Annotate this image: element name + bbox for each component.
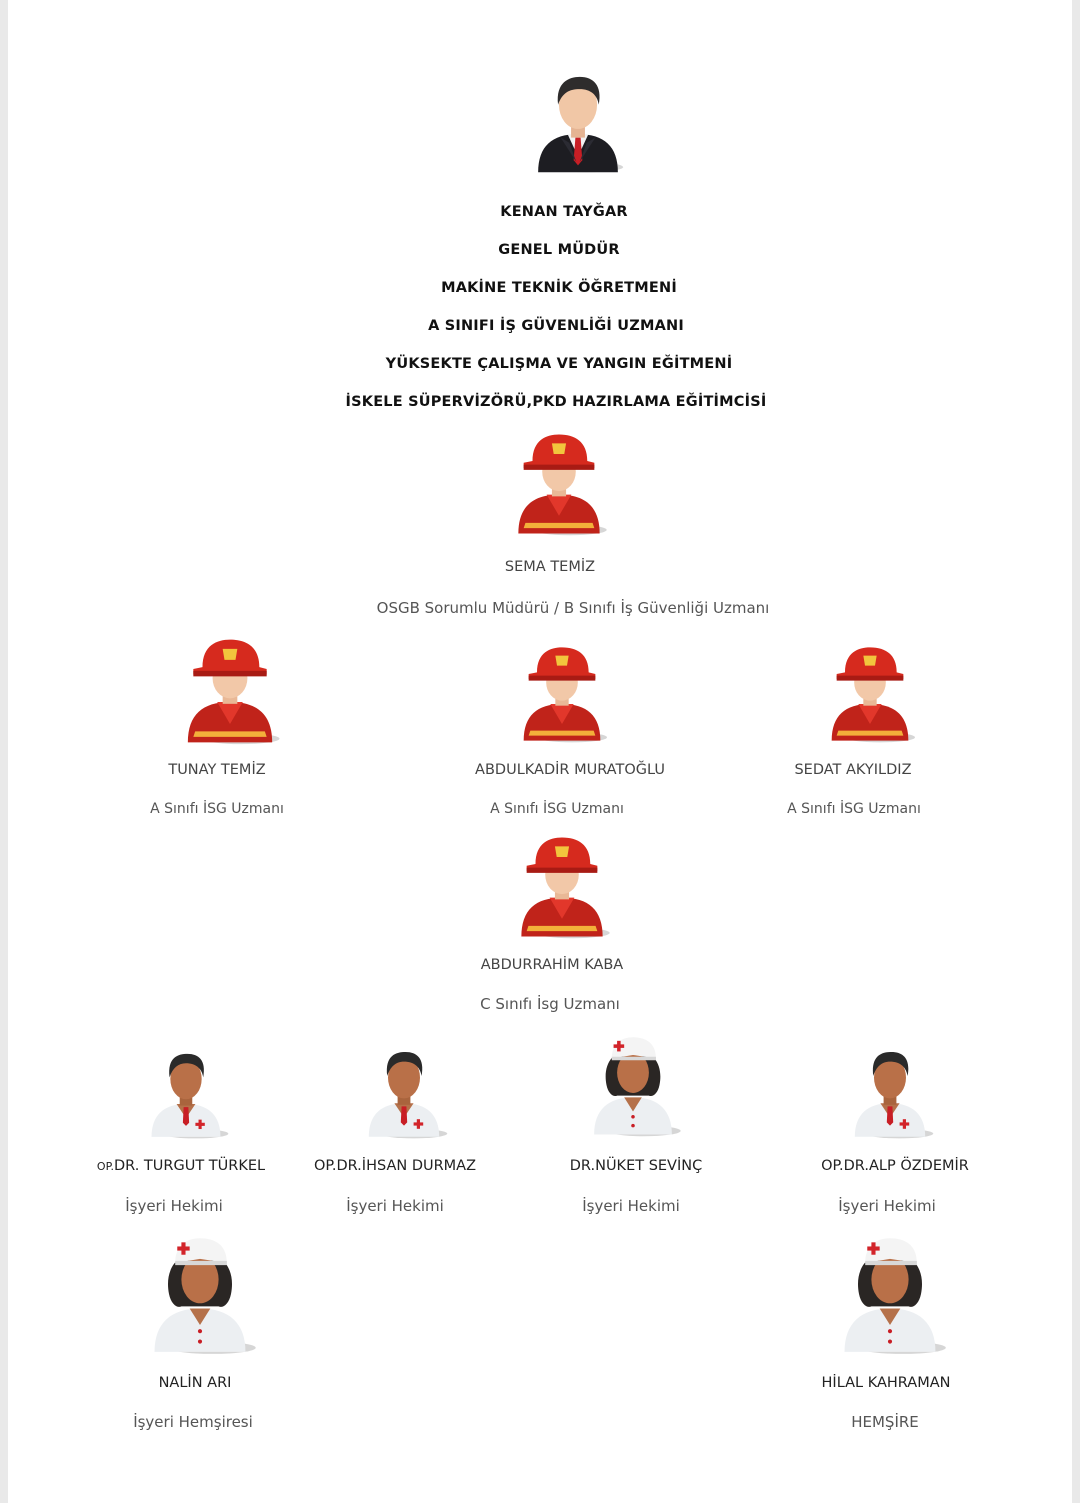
doctor-icon [356, 1044, 452, 1140]
nurse-role: İşyeri Hemşiresi [133, 1413, 253, 1431]
firefighter-icon [174, 636, 286, 746]
doctor-icon [138, 1046, 234, 1140]
director-qualification-2: A SINIFI İŞ GÜVENLİĞİ UZMANI [428, 318, 684, 334]
doctor-role: İşyeri Hekimi [125, 1197, 223, 1215]
doctor-name: DR.NÜKET SEVİNÇ [569, 1158, 703, 1174]
doctor-name: OP.DR. TURGUT TÜRKEL [96, 1158, 266, 1174]
director-qualification-4: İSKELE SÜPERVİZÖRÜ,PKD HAZIRLAMA EĞİTİMC… [345, 394, 767, 410]
specialist-role: A Sınıfı İSG Uzmanı [490, 801, 624, 817]
doctor-role: İşyeri Hekimi [346, 1197, 444, 1215]
firefighter-icon [814, 644, 926, 744]
director-title: GENEL MÜDÜR [498, 242, 620, 258]
firefighter-icon [506, 834, 618, 940]
doctor-name: OP.DR.İHSAN DURMAZ [313, 1158, 477, 1174]
director-qualification-1: MAKİNE TEKNİK ÖĞRETMENİ [441, 280, 677, 296]
c-specialist-name: ABDURRAHİM KABA [480, 957, 624, 973]
nurse-name: HİLAL KAHRAMAN [821, 1375, 951, 1391]
specialist-role: A Sınıfı İSG Uzmanı [150, 801, 284, 817]
doctor-role: İşyeri Hekimi [582, 1197, 680, 1215]
doctor-icon [842, 1044, 938, 1140]
specialist-name: SEDAT AKYILDIZ [794, 762, 912, 778]
nurse-icon [136, 1232, 264, 1356]
businessman-icon [526, 62, 630, 182]
manager-name: SEMA TEMİZ [504, 559, 596, 575]
specialist-name: TUNAY TEMİZ [168, 762, 266, 778]
manager-role: OSGB Sorumlu Müdürü / B Sınıfı İş Güvenl… [376, 599, 770, 617]
nurse-role: HEMŞİRE [851, 1413, 919, 1431]
nurse-icon [576, 1032, 690, 1138]
director-name: KENAN TAYĞAR [500, 204, 628, 220]
director-qualification-3: YÜKSEKTE ÇALIŞMA VE YANGIN EĞİTMENİ [385, 356, 733, 372]
firefighter-icon [506, 644, 618, 744]
doctor-role: İşyeri Hekimi [838, 1197, 936, 1215]
specialist-role: A Sınıfı İSG Uzmanı [787, 801, 921, 817]
org-chart-page: KENAN TAYĞAR GENEL MÜDÜR MAKİNE TEKNİK Ö… [8, 0, 1072, 1503]
c-specialist-role: C Sınıfı İsg Uzmanı [480, 995, 620, 1013]
nurse-name: NALİN ARI [158, 1375, 232, 1391]
firefighter-icon [506, 428, 612, 540]
specialist-name: ABDULKADİR MURATOĞLU [475, 762, 665, 778]
doctor-name: OP.DR.ALP ÖZDEMİR [821, 1158, 969, 1174]
nurse-icon [826, 1232, 954, 1356]
